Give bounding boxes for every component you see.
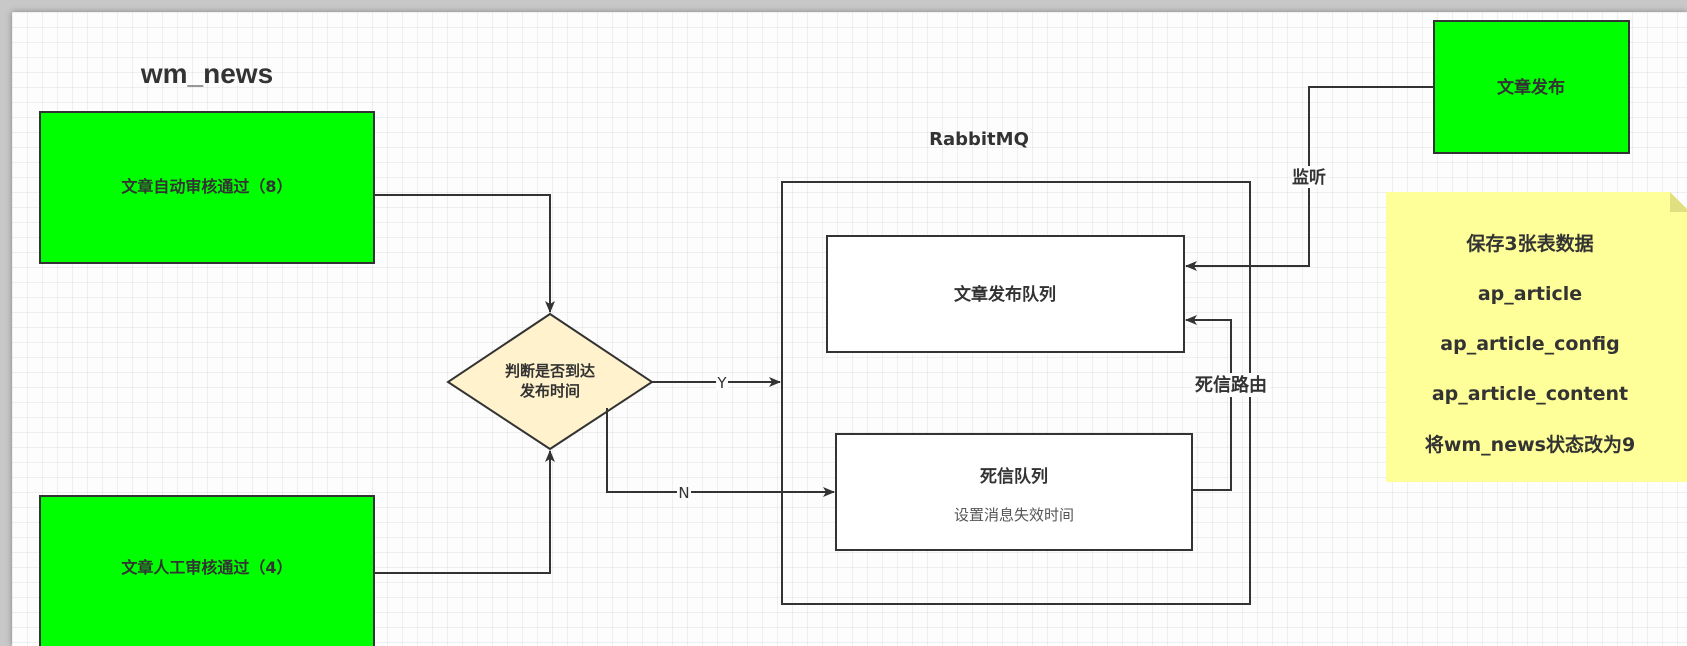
decision-diamond[interactable]: 判断是否到达 发布时间 [446,312,654,451]
edge-label-listen: 监听 [1292,167,1326,188]
sticky-note: 保存3张表数据 ap_article ap_article_config ap_… [1386,192,1687,482]
edge-auto-to-decision [374,194,555,313]
diagram-canvas: wm_news 文章自动审核通过（8） 文章人工审核通过（4） 文章发布 判断是… [12,12,1687,646]
dead-letter-queue-box[interactable]: 死信队列 设置消息失效时间 [835,433,1193,551]
diagram-title: wm_news [140,58,273,89]
edge-label-dead-letter-route-group: 死信路由 [1192,373,1270,397]
auto-review-box[interactable]: 文章自动审核通过（8） [39,111,375,264]
edge-label-no: N [678,484,689,502]
edge-no [606,408,835,497]
auto-review-label: 文章自动审核通过（8） [121,177,292,196]
rabbitmq-label: RabbitMQ [929,129,1029,150]
publish-queue-label: 文章发布队列 [954,284,1056,305]
dead-letter-queue-label: 死信队列 [980,466,1048,487]
decision-label-line1: 判断是否到达 [505,362,595,380]
edge-label-yes: Y [716,374,727,392]
note-item: ap_article_content [1432,383,1628,405]
flow-diagram: wm_news 文章自动审核通过（8） 文章人工审核通过（4） 文章发布 判断是… [39,20,1687,646]
edge-dead-letter-route [1185,315,1232,491]
edge-label-dead-letter-route: 死信路由 [1195,374,1267,396]
decision-label-line2: 发布时间 [519,382,580,400]
edge-manual-to-decision [374,450,555,574]
publish-queue-box[interactable]: 文章发布队列 [826,235,1185,353]
note-item: ap_article [1478,283,1582,305]
publish-box[interactable]: 文章发布 [1433,20,1630,154]
dead-letter-queue-note: 设置消息失效时间 [954,506,1074,524]
manual-review-label: 文章人工审核通过（4） [121,558,292,577]
edge-label-no-group: N [677,483,691,502]
note-item: 将wm_news状态改为9 [1425,433,1635,456]
publish-label: 文章发布 [1497,77,1565,98]
edge-label-listen-group: 监听 [1291,166,1327,188]
manual-review-box[interactable]: 文章人工审核通过（4） [39,495,375,646]
edge-label-yes-group: Y [716,373,728,392]
note-item: 保存3张表数据 [1465,232,1593,255]
note-item: ap_article_config [1440,333,1619,355]
